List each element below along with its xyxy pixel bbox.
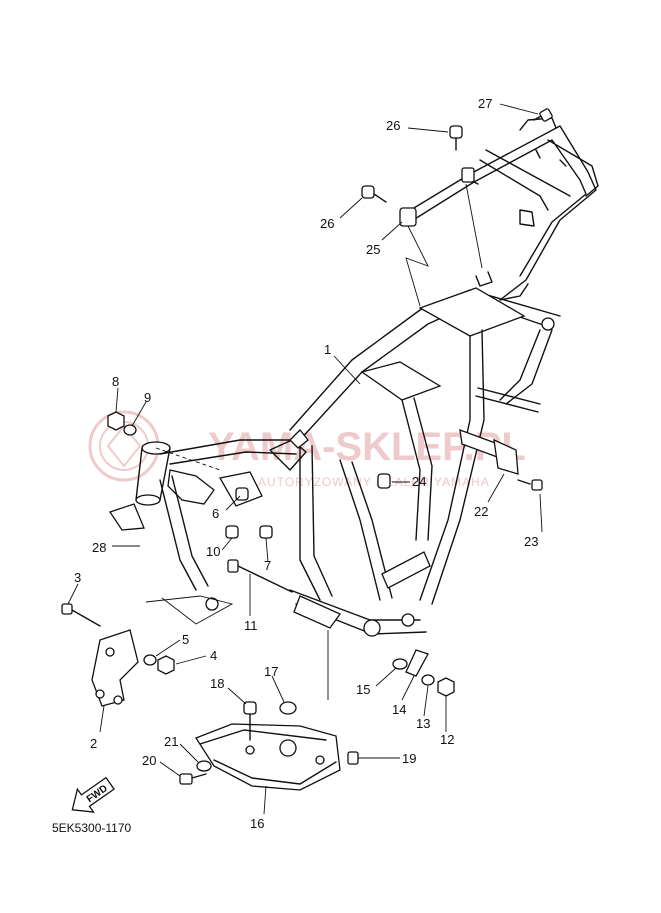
callout-8: 8 xyxy=(112,374,119,389)
callout-22: 22 xyxy=(474,504,488,519)
callout-19: 19 xyxy=(402,751,416,766)
callout-12: 12 xyxy=(440,732,454,747)
callout-21: 21 xyxy=(164,734,178,749)
callout-10: 10 xyxy=(206,544,220,559)
callout-14: 14 xyxy=(392,702,406,717)
fasteners xyxy=(61,108,553,785)
callouts: 1 2 3 4 5 6 7 8 9 10 11 12 13 14 15 16 1 xyxy=(67,96,543,831)
fwd-arrow-icon: FWD xyxy=(71,776,115,813)
assembly-guide-lines xyxy=(145,183,483,700)
callout-28: 28 xyxy=(92,540,106,555)
callout-6: 6 xyxy=(212,506,219,521)
callout-4: 4 xyxy=(210,648,217,663)
callout-11: 11 xyxy=(244,618,258,633)
callout-5: 5 xyxy=(182,632,189,647)
callout-16: 16 xyxy=(250,816,264,831)
callout-17: 17 xyxy=(264,664,278,679)
callout-23: 23 xyxy=(524,534,538,549)
callout-27: 27 xyxy=(478,96,492,111)
part-main-frame xyxy=(159,287,561,637)
callout-7: 7 xyxy=(264,558,271,573)
callout-26-top: 26 xyxy=(386,118,400,133)
callout-24: 24 xyxy=(412,474,426,489)
part-steering-head xyxy=(108,441,171,531)
callout-15: 15 xyxy=(356,682,370,697)
callout-18: 18 xyxy=(210,676,224,691)
callout-13: 13 xyxy=(416,716,430,731)
part-engine-bracket xyxy=(91,629,139,707)
callout-9: 9 xyxy=(144,390,151,405)
callout-2: 2 xyxy=(90,736,97,751)
callout-26-left: 26 xyxy=(320,216,334,231)
callout-3: 3 xyxy=(74,570,81,585)
callout-1: 1 xyxy=(324,342,331,357)
callout-25: 25 xyxy=(366,242,380,257)
part-rear-subframe xyxy=(399,117,599,301)
part-skid-plate xyxy=(195,723,341,791)
drawing-code: 5EK5300-1170 xyxy=(52,821,132,835)
callout-20: 20 xyxy=(142,753,156,768)
